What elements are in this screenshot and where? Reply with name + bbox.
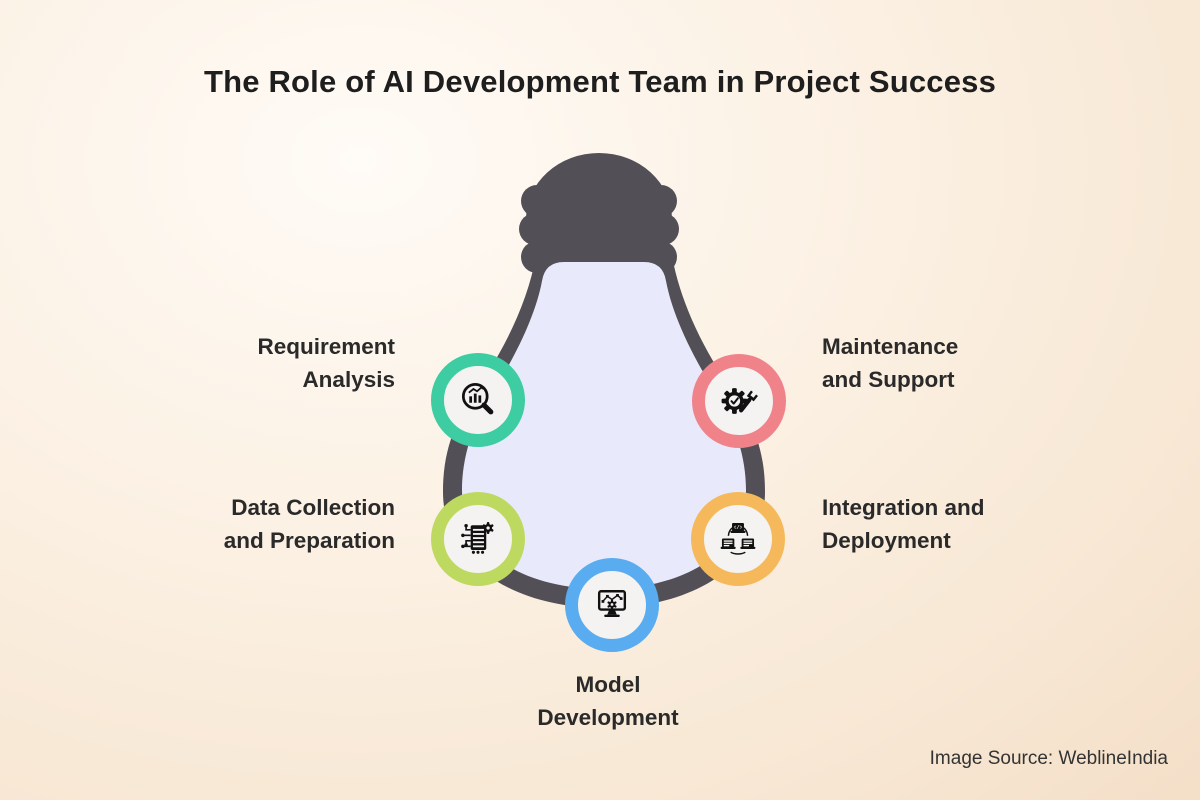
- label-maintenance-support: Maintenance and Support: [822, 334, 959, 392]
- label-model-development: Model Development: [537, 672, 679, 730]
- badge-data-collection: [431, 492, 525, 586]
- page-title: The Role of AI Development Team in Proje…: [203, 64, 997, 99]
- bulb-glass: [462, 262, 746, 589]
- devices-sync-icon: </>: [720, 522, 756, 555]
- badge-maintenance-support: [692, 354, 786, 448]
- badge-requirement-analysis: [431, 353, 525, 447]
- document-circuit-icon: [461, 522, 494, 554]
- badge-model-development: [565, 558, 659, 652]
- label-data-collection: Data Collection and Preparation: [223, 495, 395, 553]
- label-requirement-analysis: Requirement Analysis: [257, 334, 395, 392]
- monitor-flowchart-icon: [597, 590, 627, 618]
- badge-integration-deployment: </>: [691, 492, 785, 586]
- chart-magnifier-icon: [461, 383, 494, 415]
- svg-text:</>: </>: [733, 524, 744, 531]
- gear-wrench-icon: [721, 388, 758, 414]
- label-integration-deployment: Integration and Deployment: [822, 495, 985, 553]
- image-source-credit: Image Source: WeblineIndia: [929, 748, 1168, 769]
